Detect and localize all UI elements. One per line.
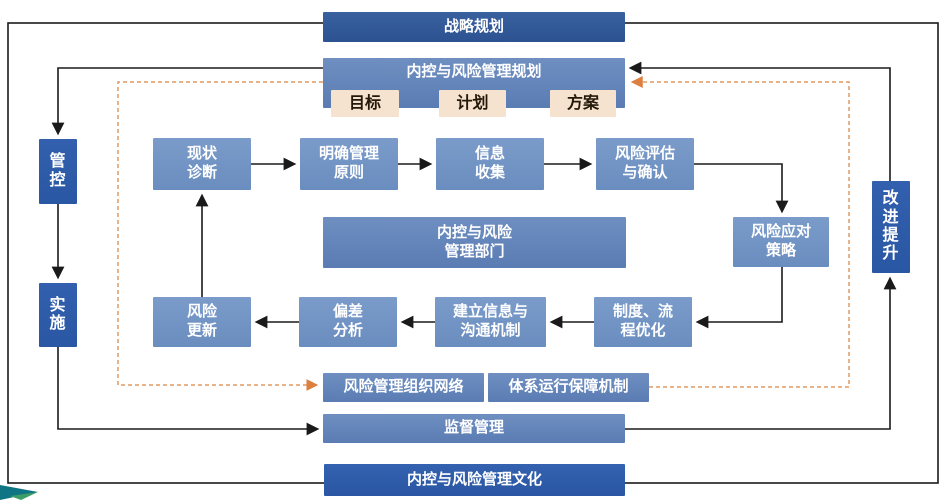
implement-box: 实 施	[39, 283, 77, 347]
communication-mechanism-box: 建立信息与 沟通机制	[435, 297, 546, 347]
arrow-implement-to-supervision	[57, 347, 320, 436]
deviation-analysis-box: 偏差 分析	[299, 297, 397, 347]
arrow-assess-to-response	[694, 163, 789, 214]
supervision-bar: 监督管理	[323, 414, 625, 443]
arrow-planning-to-control	[51, 67, 323, 136]
plan-tab: 计划	[439, 90, 506, 117]
ic-risk-department-box: 内控与风险 管理部门	[323, 217, 626, 268]
guarantee-mechanism-bar: 体系运行保障机制	[488, 373, 649, 402]
dashed-guarantee-to-planning	[630, 76, 850, 388]
org-network-bar: 风险管理组织网络	[323, 373, 484, 402]
info-collection-box: 信息 收集	[436, 138, 544, 190]
strategic-planning-bar: 战略规划	[323, 12, 625, 42]
goal-tab: 目标	[331, 90, 399, 117]
risk-update-box: 风险 更新	[153, 297, 251, 347]
culture-bar: 内控与风险管理文化	[324, 464, 625, 496]
watermark-logo	[0, 485, 38, 500]
improve-box: 改 进 提 升	[872, 181, 910, 273]
arrow-response-to-process	[695, 267, 783, 329]
risk-response-box: 风险应对 策略	[733, 217, 829, 267]
process-optimization-box: 制度、流 程优化	[594, 297, 692, 347]
risk-assessment-box: 风险评估 与确认	[596, 138, 694, 190]
scheme-tab: 方案	[550, 90, 616, 117]
arrow-supervision-to-improve	[625, 276, 897, 430]
arrow-improve-to-planning	[628, 61, 891, 181]
management-principles-box: 明确管理 原则	[300, 138, 398, 190]
control-box: 管 控	[39, 139, 77, 204]
status-diagnosis-box: 现状 诊断	[153, 138, 251, 190]
